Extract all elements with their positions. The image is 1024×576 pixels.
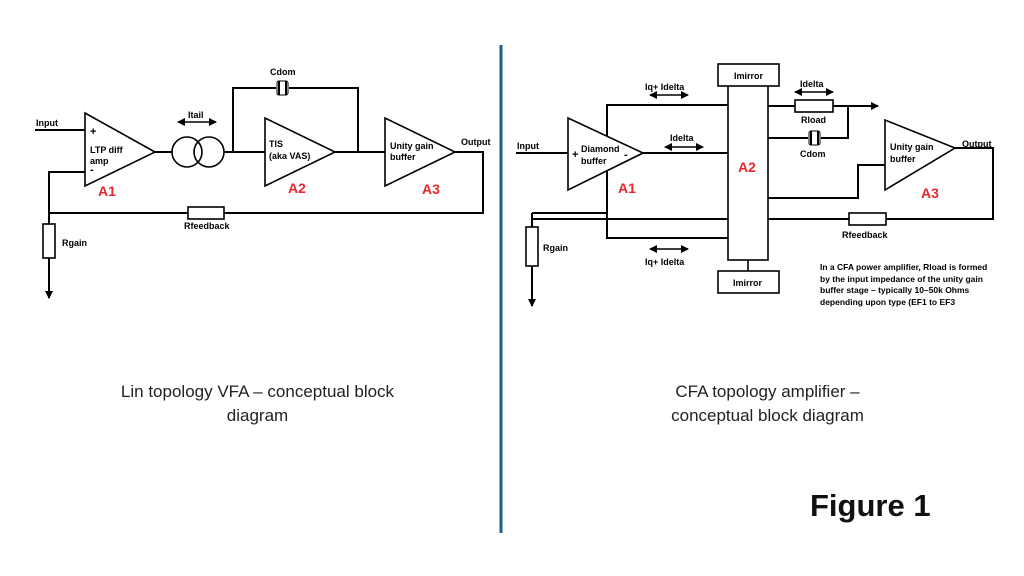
- imirror-bottom-label: Imirror: [733, 278, 763, 288]
- idelta-top-label: Idelta: [800, 79, 825, 89]
- input-label-cfa: Input: [517, 141, 539, 151]
- a1-text-line2-cfa: buffer: [581, 156, 607, 166]
- rload-resistor: [794, 99, 834, 113]
- a2-tis-amp: [264, 116, 337, 188]
- figure-label: Figure 1: [810, 488, 931, 523]
- iq-bottom-label: Iq+ Idelta: [645, 257, 685, 267]
- a2-text-line1: TIS: [269, 139, 283, 149]
- a1-stage-label-cfa: A1: [618, 180, 636, 196]
- rgain-resistor: [42, 223, 56, 259]
- cdom-capacitor: [276, 80, 289, 96]
- a1-minus-sign-cfa: -: [624, 149, 628, 161]
- a3-buffer: [384, 116, 457, 188]
- cdom-capacitor-cfa: [808, 130, 821, 146]
- output-label: Output: [461, 137, 491, 147]
- iq-top-label: Iq+ Idelta: [645, 82, 685, 92]
- a3-stage-label-cfa: A3: [921, 185, 939, 201]
- imirror-top-label: Imirror: [734, 71, 764, 81]
- a1-text-line1-cfa: Diamond: [581, 144, 620, 154]
- a2-block: [727, 84, 769, 261]
- idelta-mid-label: Idelta: [670, 133, 695, 143]
- a1-ltp-amp: [84, 111, 157, 188]
- a1-diamond-buffer: [567, 116, 645, 192]
- rfeedback-resistor-cfa: [848, 212, 887, 226]
- a2-text-line2: (aka VAS): [269, 151, 310, 161]
- itail-current-source: [171, 136, 225, 168]
- rfeedback-label-cfa: Rfeedback: [842, 230, 889, 240]
- imirror-top-box: [717, 63, 780, 87]
- a1-text-line1: LTP diff: [90, 145, 124, 155]
- rfeedback-label: Rfeedback: [184, 221, 231, 231]
- itail-label: Itail: [188, 110, 204, 120]
- a1-text-line2: amp: [90, 156, 109, 166]
- output-label-cfa: Output: [962, 139, 992, 149]
- a3-unity-buffer: [884, 118, 957, 192]
- a3-stage-label: A3: [422, 181, 440, 197]
- a3-text-line2: buffer: [390, 152, 416, 162]
- input-label: Input: [36, 118, 58, 128]
- a2-stage-label-cfa: A2: [738, 159, 756, 175]
- a3-text-line2-cfa: buffer: [890, 154, 916, 164]
- rgain-label-cfa: Rgain: [543, 243, 568, 253]
- cdom-label-cfa: Cdom: [800, 149, 826, 159]
- rload-note: In a CFA power amplifier, Rload is forme…: [820, 262, 988, 307]
- cdom-label: Cdom: [270, 67, 296, 77]
- a3-text-line1: Unity gain: [390, 141, 434, 151]
- rfeedback-resistor: [187, 206, 225, 220]
- a1-plus-sign-cfa: +: [572, 149, 578, 161]
- cfa-caption: CFA topology amplifier – conceptual bloc…: [671, 382, 864, 425]
- rgain-label: Rgain: [62, 238, 87, 248]
- cfa-diagram: Input Output Imirror Imirror Iq+ Idelta …: [516, 63, 994, 307]
- a1-plus-sign: +: [90, 126, 96, 138]
- a2-stage-label: A2: [288, 180, 306, 196]
- rload-label: Rload: [801, 115, 826, 125]
- vfa-caption: Lin topology VFA – conceptual block diag…: [120, 382, 395, 425]
- rgain-resistor-cfa: [525, 226, 539, 267]
- a1-stage-label: A1: [98, 183, 116, 199]
- a1-minus-sign: -: [90, 164, 94, 176]
- a3-text-line1-cfa: Unity gain: [890, 142, 934, 152]
- vfa-diagram: Input Output Itail Cdom + - LTP diff amp…: [35, 67, 491, 299]
